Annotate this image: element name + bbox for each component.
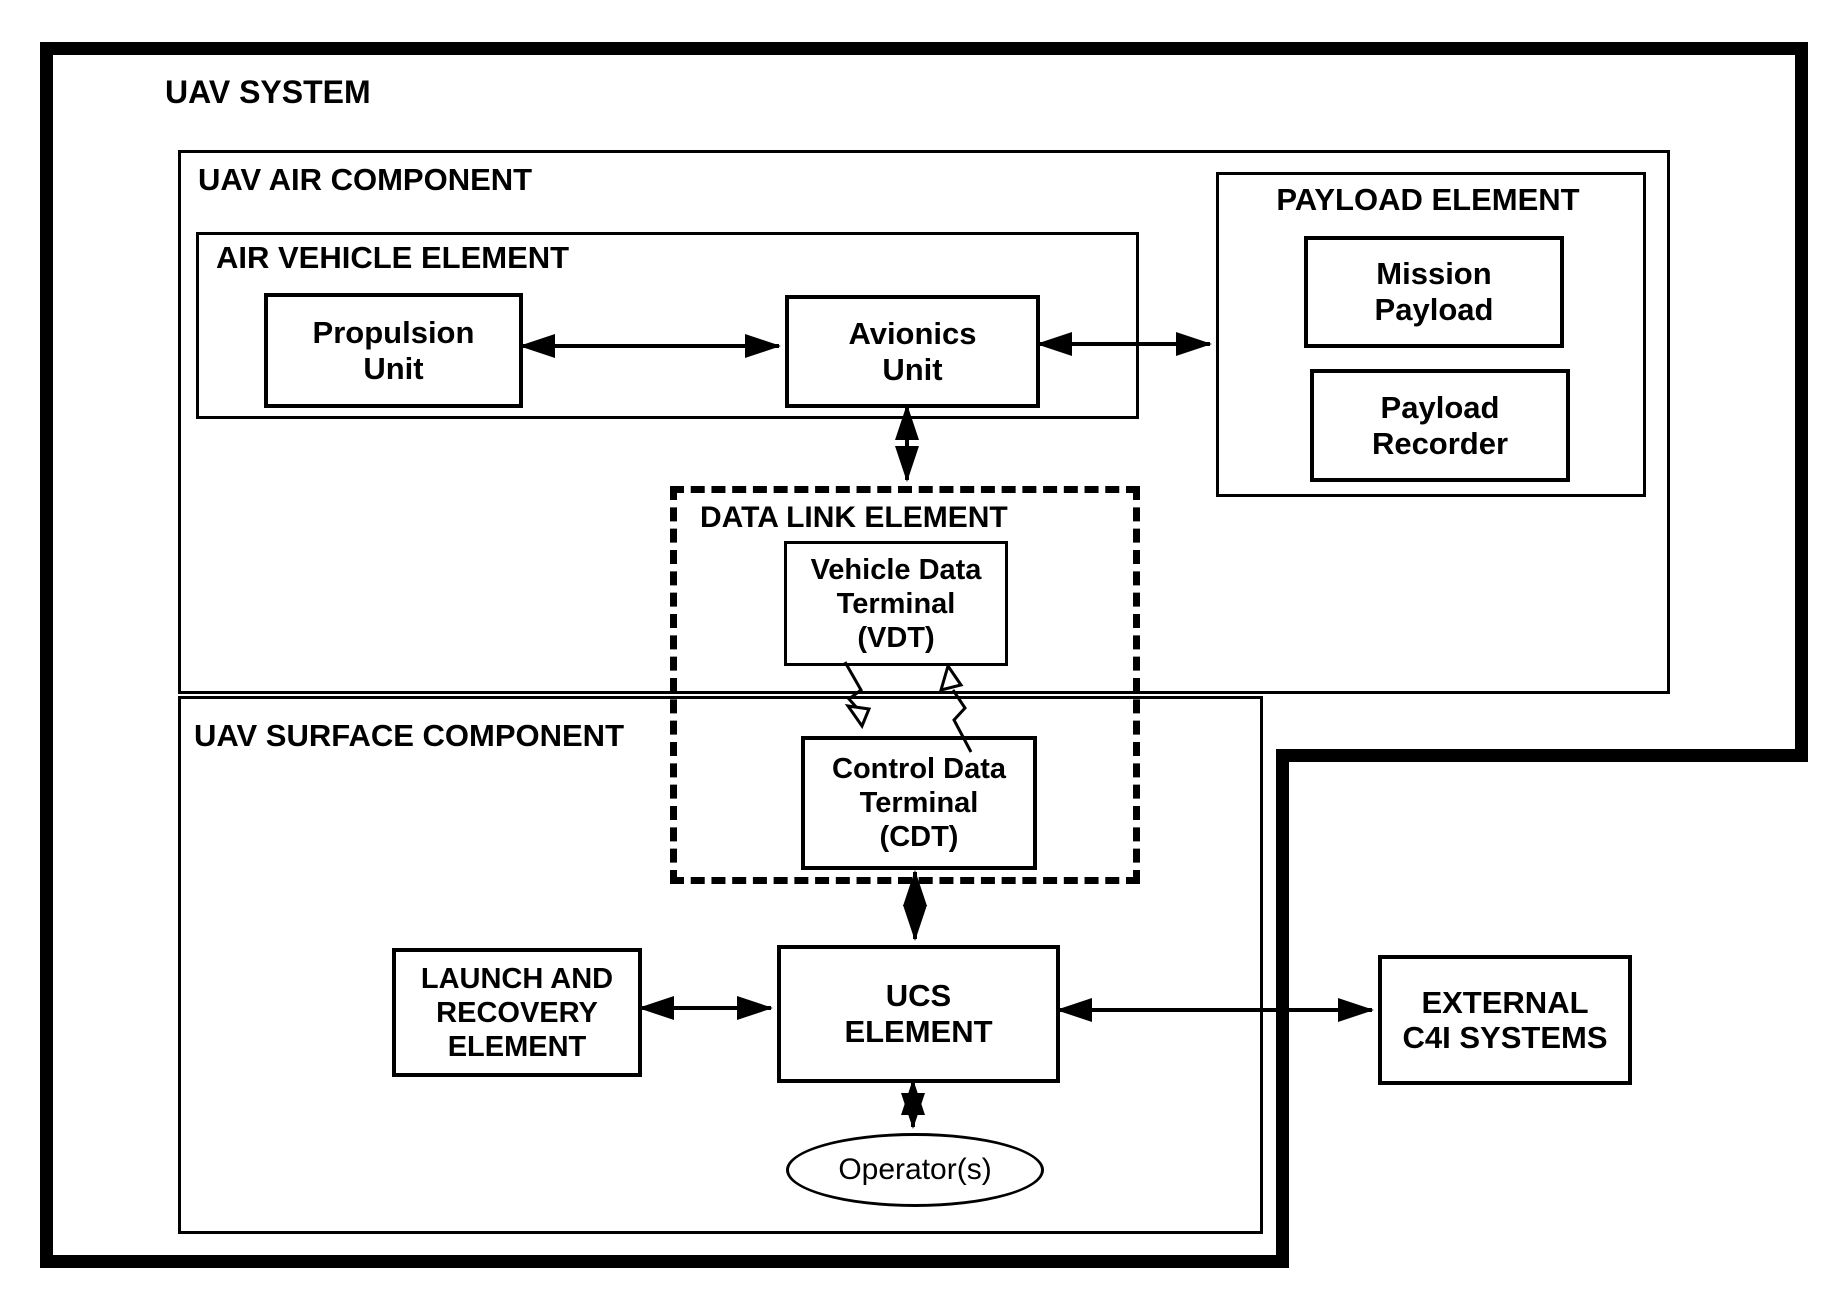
system-boundary-step: [1276, 749, 1808, 762]
ucs-element-box: UCS ELEMENT: [777, 945, 1060, 1083]
payload-element-label: PAYLOAD ELEMENT: [1276, 182, 1580, 217]
system-boundary-left: [40, 42, 53, 1268]
payload-recorder-box: Payload Recorder: [1310, 369, 1570, 482]
launch-recovery-element-box: LAUNCH AND RECOVERY ELEMENT: [392, 948, 642, 1077]
system-boundary-right: [1795, 42, 1808, 762]
system-boundary-top: [40, 42, 1808, 55]
payload-element-box: [1216, 172, 1646, 497]
external-c4i-systems-box: EXTERNAL C4I SYSTEMS: [1378, 955, 1632, 1085]
uav-surface-component-box: [178, 696, 1263, 1234]
uav-surface-component-label: UAV SURFACE COMPONENT: [194, 718, 625, 753]
uav-air-component-label: UAV AIR COMPONENT: [198, 162, 533, 197]
propulsion-unit-box: Propulsion Unit: [264, 293, 523, 408]
data-link-element-label: DATA LINK ELEMENT: [700, 501, 1008, 534]
uav-air-component-box: [178, 150, 1670, 694]
air-vehicle-element-label: AIR VEHICLE ELEMENT: [216, 240, 570, 275]
control-data-terminal-box: Control Data Terminal (CDT): [801, 736, 1037, 870]
uav-system-title: UAV SYSTEM: [165, 74, 371, 110]
vehicle-data-terminal-box: Vehicle Data Terminal (VDT): [784, 541, 1008, 666]
operators-label: Operator(s): [838, 1153, 992, 1186]
operators-ellipse: Operator(s): [786, 1133, 1044, 1207]
system-boundary-bottom: [40, 1255, 1289, 1268]
mission-payload-box: Mission Payload: [1304, 236, 1564, 348]
air-vehicle-element-box: [196, 232, 1139, 419]
system-boundary-notch: [1276, 749, 1289, 1268]
avionics-unit-box: Avionics Unit: [785, 295, 1040, 408]
